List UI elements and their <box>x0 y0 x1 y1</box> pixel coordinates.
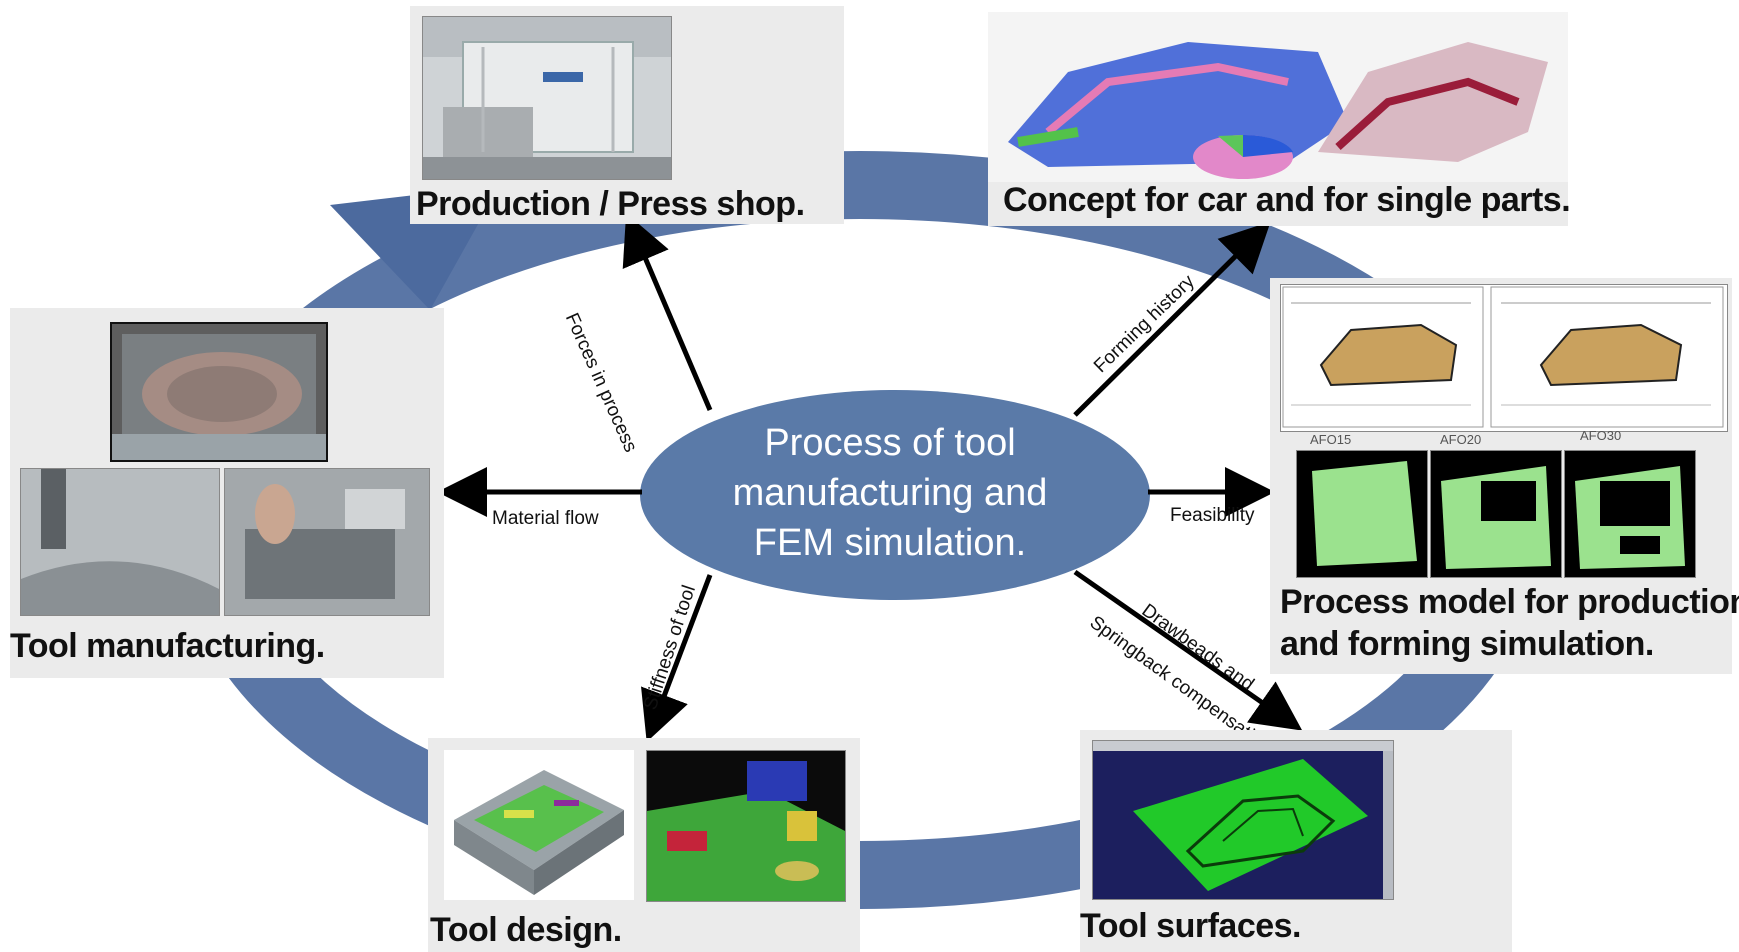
assembly-photo <box>224 468 430 616</box>
press-shop-photo <box>422 16 672 180</box>
concept-panel: Concept for car and for single parts. <box>988 12 1571 226</box>
tag-afo15: AFO15 <box>1310 432 1352 447</box>
arrow-stiffness <box>641 574 713 743</box>
tool-design-cad-1 <box>444 750 634 900</box>
door-panel-afo20 <box>1430 450 1562 578</box>
concept-title: Concept for car and for single parts. <box>1003 181 1571 219</box>
tool-design-cad-2 <box>646 750 846 902</box>
process-model-title-line-2: and forming simulation. <box>1280 625 1654 663</box>
label-feasibility: Feasibility <box>1170 505 1255 526</box>
arrow-forming-history <box>1073 221 1271 417</box>
tag-afo30: AFO30 <box>1580 428 1622 443</box>
tool-design-panel: Tool design. <box>428 738 860 952</box>
milling-photo <box>20 468 220 616</box>
center-title: Process of tool manufacturing and FEM si… <box>680 418 1100 568</box>
process-model-title-line-1: Process model for production <box>1280 583 1739 621</box>
center-title-line-2: manufacturing and <box>732 472 1048 514</box>
documentation-sheets <box>1280 284 1728 432</box>
tool-surfaces-cad <box>1092 740 1394 900</box>
door-panel-afo15 <box>1296 450 1428 578</box>
tag-afo20: AFO20 <box>1440 432 1482 447</box>
tool-manufacturing-panel: Tool manufacturing. <box>10 308 444 678</box>
tool-design-title: Tool design. <box>430 911 622 949</box>
label-material-flow: Material flow <box>492 508 599 529</box>
tool-surfaces-panel: Tool surfaces. <box>1080 730 1512 952</box>
center-ellipse <box>640 390 1150 600</box>
center-title-line-1: Process of tool <box>764 422 1016 464</box>
door-panel-afo30 <box>1564 450 1696 578</box>
production-title: Production / Press shop. <box>416 185 805 223</box>
process-model-panel: AFO15 AFO20 AFO30 Process model for prod… <box>1270 278 1739 674</box>
car-concept-photo <box>988 12 1568 182</box>
arrow-forces <box>622 213 713 411</box>
tool-surfaces-title: Tool surfaces. <box>1080 907 1302 945</box>
tool-manufacturing-title: Tool manufacturing. <box>10 627 325 665</box>
center-title-line-3: FEM simulation. <box>753 522 1027 564</box>
die-photo <box>110 322 328 462</box>
arrow-drawbeads <box>1073 569 1303 731</box>
production-panel: Production / Press shop. <box>410 6 844 224</box>
